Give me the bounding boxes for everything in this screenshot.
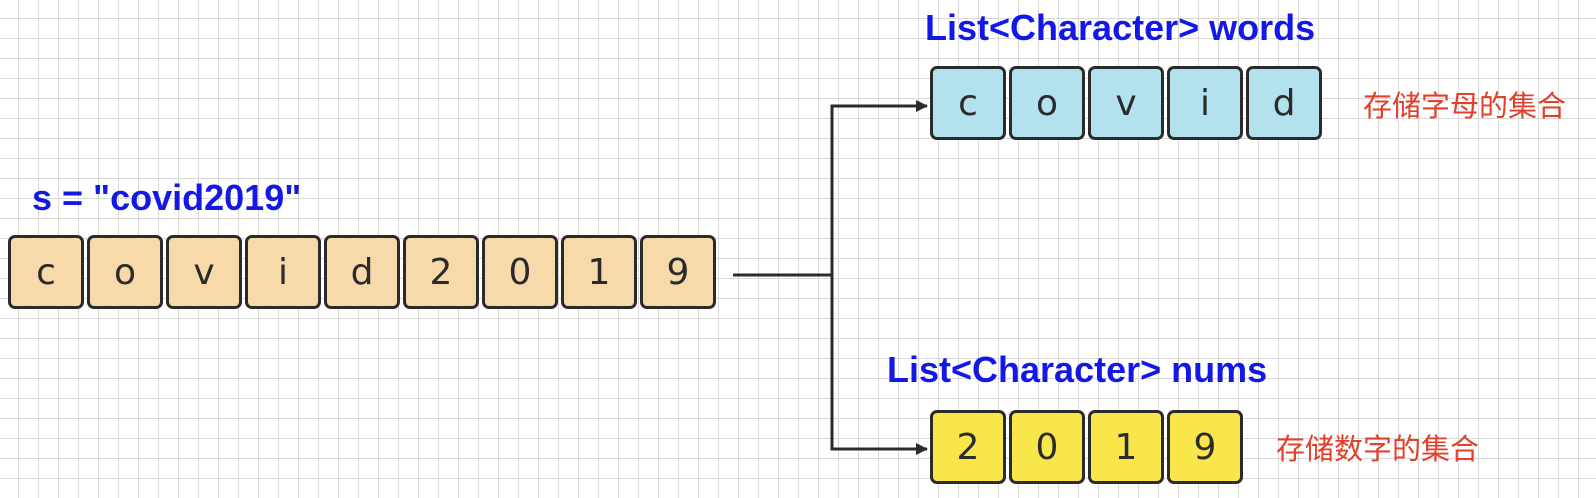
source-cell: o: [87, 235, 163, 309]
source-cell: v: [166, 235, 242, 309]
source-string-label: s = "covid2019": [32, 177, 302, 218]
nums-list-label: List<Character> nums: [887, 349, 1268, 390]
words-cell: o: [1009, 66, 1085, 140]
source-cell: 2: [403, 235, 479, 309]
nums-cell: 1: [1088, 410, 1164, 484]
words-list: c o v i d: [930, 66, 1322, 140]
nums-list: 2 0 1 9: [930, 410, 1243, 484]
source-cell: d: [324, 235, 400, 309]
source-cell: 9: [640, 235, 716, 309]
source-char-array: c o v i d 2 0 1 9: [8, 235, 716, 309]
words-cell: c: [930, 66, 1006, 140]
arrow-to-words: [830, 100, 928, 275]
words-cell: i: [1167, 66, 1243, 140]
nums-cell: 2: [930, 410, 1006, 484]
words-cell: d: [1246, 66, 1322, 140]
nums-cell: 0: [1009, 410, 1085, 484]
arrow-to-nums: [830, 275, 928, 455]
nums-note: 存储数字的集合: [1276, 432, 1480, 466]
source-cell: i: [245, 235, 321, 309]
words-cell: v: [1088, 66, 1164, 140]
source-cell: 1: [561, 235, 637, 309]
source-cell: 0: [482, 235, 558, 309]
words-note: 存储字母的集合: [1363, 89, 1567, 123]
source-cell: c: [8, 235, 84, 309]
words-list-label: List<Character> words: [925, 7, 1316, 48]
nums-cell: 9: [1167, 410, 1243, 484]
